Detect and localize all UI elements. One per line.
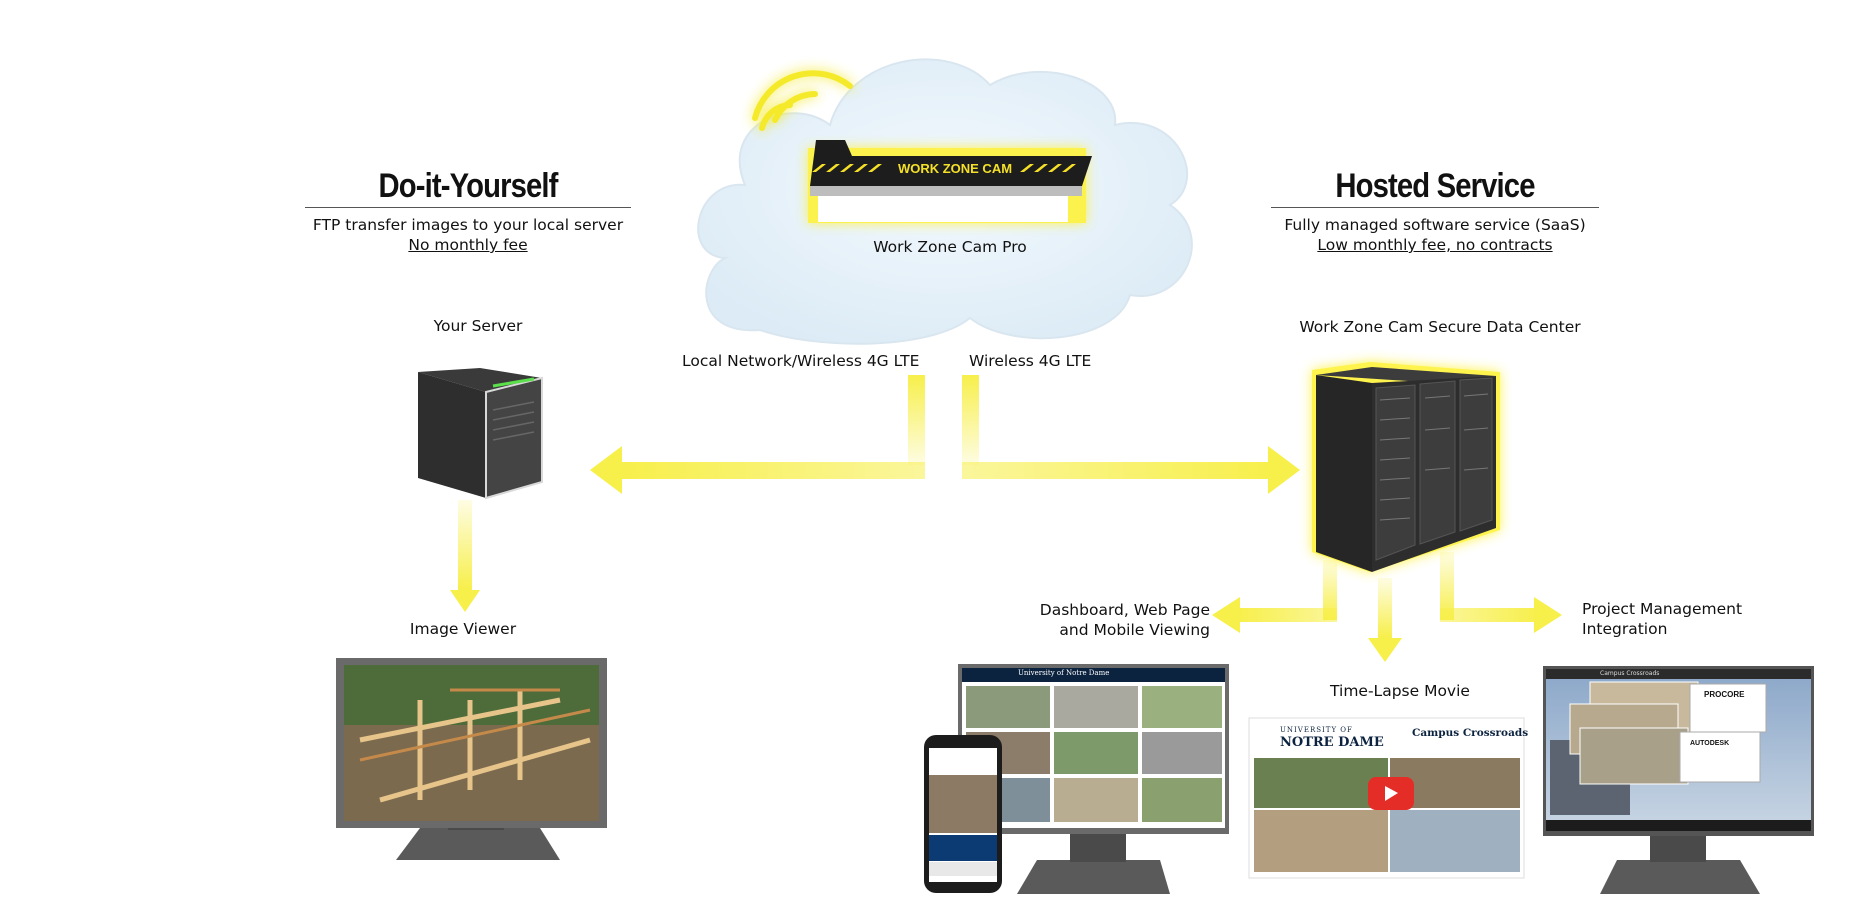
device-brand-label: WORK ZONE CAM [897,161,1013,176]
diy-subtitle: FTP transfer images to your local server [312,216,624,234]
pm-monitor [1543,666,1814,894]
mobile-phone [924,735,1002,893]
timelapse-video-thumbnail [1248,717,1525,879]
pm-screen-title: Campus Crossroads [1600,670,1660,677]
timelapse-wordmark-top: UNIVERSITY OF [1280,726,1353,734]
hosted-title: Hosted Service [1335,167,1535,205]
autodesk-logo-text: AUTODESK [1690,740,1730,747]
hosted-network-arrow [962,375,1300,494]
dashboard-label-line2: and Mobile Viewing [1059,621,1210,639]
dashboard-screen-title: University of Notre Dame [1018,669,1110,677]
diy-note: No monthly fee [408,236,528,254]
local-network-label: Local Network/Wireless 4G LTE [682,352,920,370]
dashboard-label-line1: Dashboard, Web Page [1039,601,1210,619]
image-viewer-label: Image Viewer [409,620,517,638]
pm-label-line1: Project Management [1582,600,1743,618]
timelapse-wordmark-bottom: NOTRE DAME [1280,735,1384,750]
timelapse-title: Campus Crossroads [1412,727,1529,739]
procore-logo-text: PROCORE [1704,690,1745,699]
local-server-icon [418,368,543,500]
server-to-viewer-arrow [450,500,480,612]
data-center-server-icon [1312,362,1500,572]
product-label: Work Zone Cam Pro [873,238,1027,256]
diy-title-rule [305,207,631,208]
camera-device-icon [808,140,1092,223]
wireless-lte-label: Wireless 4G LTE [969,352,1092,370]
wifi-signal-icon [752,70,853,131]
data-center-label: Work Zone Cam Secure Data Center [1299,318,1581,336]
timelapse-label: Time-Lapse Movie [1330,682,1470,700]
timelapse-arrow [1368,578,1402,662]
diy-title: Do-it-Yourself [378,167,558,205]
diy-network-arrow [590,375,925,494]
dashboard-arrow [1212,560,1337,633]
pm-arrow [1440,552,1562,633]
hosted-subtitle: Fully managed software service (SaaS) [1284,216,1586,234]
your-server-label: Your Server [433,317,523,335]
pm-label-line2: Integration [1582,620,1668,638]
image-viewer-monitor [336,658,607,860]
hosted-title-rule [1271,207,1599,208]
hosted-note: Low monthly fee, no contracts [1317,236,1553,254]
